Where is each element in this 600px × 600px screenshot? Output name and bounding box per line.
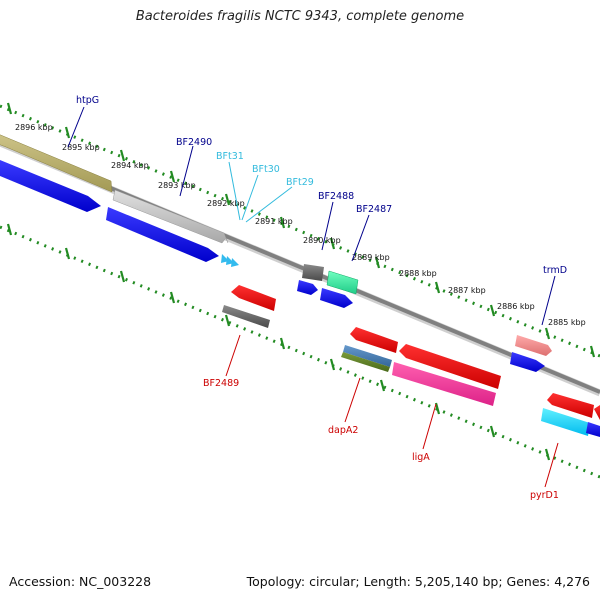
gene-label-pyrD1[interactable]: pyrD1 (530, 490, 559, 501)
gene-arrow-pyrD1-cds[interactable] (547, 393, 594, 418)
gene-arrow-BF2487-cds[interactable] (320, 288, 353, 308)
gene-arrow-BF2490-cds[interactable] (106, 207, 219, 262)
gene-label-BFt30[interactable]: BFt30 (252, 164, 280, 175)
gene-label-dapA2[interactable]: dapA2 (328, 425, 358, 436)
label-leaders (67, 106, 559, 488)
gene-bar-BF2488-track1[interactable] (302, 264, 324, 281)
gene-bar-BF2489-track2[interactable] (222, 305, 270, 328)
kbp-label: 2885 kbp (548, 318, 586, 327)
gene-arrow-ligA-cds[interactable] (399, 344, 501, 389)
gene-label-ligA[interactable]: ligA (412, 452, 430, 463)
gene-label-BF2488[interactable]: BF2488 (318, 191, 354, 202)
gene-bar-dapA2-track3[interactable] (341, 352, 390, 372)
gene-arrow-htpG-track1[interactable] (0, 131, 113, 193)
gene-arrow-pyrD1-next[interactable] (594, 405, 600, 420)
accession-text: Accession: NC_003228 (9, 574, 152, 589)
gene-label-trmD[interactable]: trmD (543, 265, 567, 276)
gene-bar-BF2490-track1[interactable] (112, 189, 229, 244)
kbp-label: 2892 kbp (207, 199, 245, 208)
gene-label-BF2490[interactable]: BF2490 (176, 137, 212, 148)
kbp-label: 2888 kbp (399, 269, 437, 278)
inner-major-ticks (6, 223, 551, 461)
gene-arrow-htpG-cds[interactable] (0, 160, 101, 212)
gene-label-BFt31[interactable]: BFt31 (216, 151, 244, 162)
outer-major-ticks (6, 102, 596, 358)
gene-label-BFt29[interactable]: BFt29 (286, 177, 314, 188)
gene-bar-ligA-track2[interactable] (392, 362, 496, 406)
kbp-label: 2886 kbp (497, 302, 535, 311)
gene-arrow-BF2488-cds[interactable] (297, 280, 318, 295)
gene-bar-BF2487-track1[interactable] (326, 270, 359, 295)
kbp-label: 2895 kbp (62, 143, 100, 152)
kbp-label: 2890 kbp (303, 236, 341, 245)
genome-summary-text: Topology: circular; Length: 5,205,140 bp… (246, 574, 590, 589)
gene-bar-trmD-track1[interactable] (515, 335, 552, 356)
kbp-label: 2889 kbp (352, 253, 390, 262)
kbp-label: 2896 kbp (15, 123, 53, 132)
gene-label-BF2489[interactable]: BF2489 (203, 378, 239, 389)
kbp-label: 2893 kbp (158, 181, 196, 190)
gene-arrow-dapA2-cds[interactable] (350, 327, 398, 353)
gene-bar-pyrD1-track2[interactable] (541, 408, 590, 436)
page-title: Bacteroides fragilis NCTC 9343, complete… (135, 9, 465, 24)
kbp-label: 2887 kbp (448, 286, 486, 295)
kbp-label: 2894 kbp (111, 161, 149, 170)
trna-BFt29-marker[interactable] (231, 258, 239, 267)
gene-bar-dapA2-track2[interactable] (343, 345, 392, 367)
gene-label-BF2487[interactable]: BF2487 (356, 204, 392, 215)
gene-arrow-BF2489-cds[interactable] (231, 285, 276, 311)
gene-arrow-trmD-cds[interactable] (510, 352, 545, 372)
gene-label-htpG[interactable]: htpG (76, 95, 99, 106)
kbp-label: 2891 kbp (255, 217, 293, 226)
gene-bar-pyrD1-track3[interactable] (586, 422, 600, 437)
